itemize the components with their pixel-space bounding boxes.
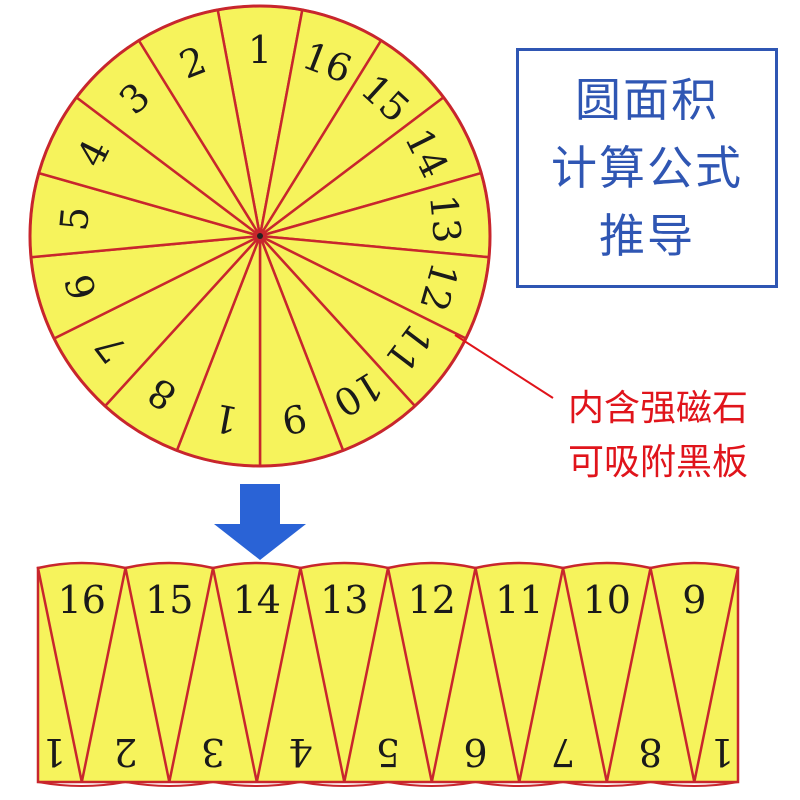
strip-bottom-number: 5 bbox=[376, 730, 400, 774]
strip-bottom-arc bbox=[125, 781, 214, 787]
magnet-note-line-2: 可吸附黑板 bbox=[567, 442, 748, 483]
strip-top-number: 13 bbox=[320, 578, 368, 622]
strip-top-number: 16 bbox=[58, 578, 106, 622]
strip-bottom-arc bbox=[650, 781, 739, 787]
strip-bottom-number: 8 bbox=[638, 730, 662, 774]
strip-bottom-number: 4 bbox=[288, 730, 312, 774]
strip-top-number: 11 bbox=[495, 578, 543, 622]
strip-bottom-number: 1 bbox=[710, 730, 734, 774]
strip-top-number: 9 bbox=[682, 578, 706, 622]
strip-bottom-arc bbox=[475, 781, 564, 787]
sector-number: 13 bbox=[421, 193, 469, 245]
arrow-down-icon bbox=[214, 484, 306, 560]
strip-sector-top bbox=[649, 561, 740, 783]
strip-bottom-arc bbox=[300, 781, 389, 787]
center-pin bbox=[257, 233, 263, 239]
title-line-2: 计算公式 bbox=[551, 141, 743, 195]
strip-bottom-arc bbox=[387, 781, 476, 787]
strip-bottom-number: 6 bbox=[463, 730, 487, 774]
strip-top-number: 15 bbox=[145, 578, 193, 622]
strip-top-number: 12 bbox=[408, 578, 456, 622]
title-line-1: 圆面积 bbox=[575, 73, 719, 127]
title-line-3: 推导 bbox=[599, 209, 695, 263]
pointer-line bbox=[454, 334, 554, 399]
strip-bottom-number: 1 bbox=[42, 730, 66, 774]
circle-rim bbox=[28, 4, 492, 468]
sector-number: 1 bbox=[248, 28, 272, 72]
strip-bottom-number: 2 bbox=[113, 730, 137, 774]
title-box: 圆面积 计算公式 推导 bbox=[516, 48, 778, 288]
strip-bottom-arc bbox=[37, 781, 126, 787]
strip-bottom-arc bbox=[562, 781, 651, 787]
strip-bottom-number: 7 bbox=[551, 730, 575, 774]
magnet-note: 内含强磁石 可吸附黑板 bbox=[548, 382, 768, 490]
strip-top-number: 10 bbox=[583, 578, 631, 622]
strip-bottom-number: 3 bbox=[201, 730, 225, 774]
strip-top-number: 14 bbox=[233, 578, 281, 622]
strip-bottom-arc bbox=[212, 781, 301, 787]
magnet-note-line-1: 内含强磁石 bbox=[567, 388, 748, 429]
sector-number: 5 bbox=[52, 205, 98, 233]
